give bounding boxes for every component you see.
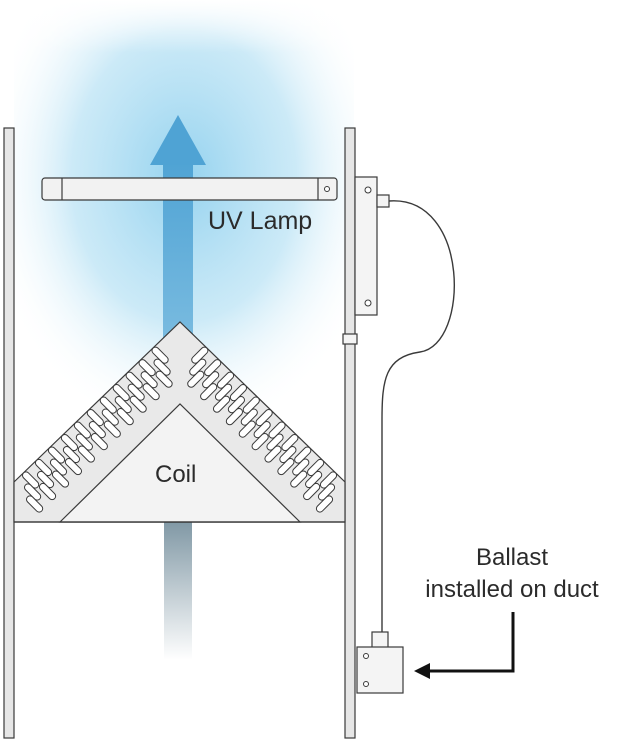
coil-slot [204, 359, 222, 377]
ballast-label-line1: Ballast [476, 544, 548, 571]
coil-slot [153, 358, 171, 376]
coil-label: Coil [155, 461, 196, 488]
uv-lamp-label: UV Lamp [208, 207, 312, 235]
coil-slot [266, 433, 284, 451]
coil-slot [214, 383, 233, 401]
coil-slot [125, 371, 143, 389]
coil-slot [255, 409, 273, 427]
duct-wall-left [3, 127, 15, 739]
coil-slot [112, 384, 130, 402]
coil-slot [151, 346, 169, 364]
coil-slot [90, 433, 108, 451]
coil-slot [64, 457, 83, 476]
coil-slot [253, 421, 271, 439]
duct-wall-right [344, 127, 356, 739]
coil-slot [189, 358, 207, 376]
coil-slot [227, 396, 246, 414]
coil-slot [202, 371, 220, 389]
coil-slot [101, 408, 119, 426]
coil-slot [140, 371, 158, 389]
coil-slot [281, 433, 299, 452]
coil-slot [155, 370, 173, 388]
coil-slot [62, 445, 81, 464]
coil-slot [75, 433, 93, 451]
coil-slot [22, 471, 40, 489]
coil-slot [127, 383, 145, 401]
coil-slot [99, 396, 117, 414]
coil-slot [24, 483, 42, 501]
coil-slot [279, 445, 297, 464]
coil-slot [191, 346, 209, 364]
coil-slot [268, 421, 286, 439]
lamp-mount-bracket [342, 176, 390, 345]
ballast-label-line2: installed on duct [425, 576, 599, 603]
coil-slot [315, 495, 334, 513]
coil-slot [305, 470, 323, 489]
coil-slot [216, 371, 235, 389]
coil-slot [277, 457, 295, 476]
ballast-box-icon [356, 631, 404, 694]
coil-slot [116, 408, 134, 426]
power-cable [381, 200, 455, 636]
coil-slot [292, 458, 310, 476]
coil-slot [294, 446, 312, 464]
coil-slot [242, 396, 260, 414]
coil-slot [77, 445, 95, 463]
uv-lamp-tube-icon [41, 177, 338, 201]
coil-slot [88, 421, 106, 439]
coil-slot [26, 495, 44, 513]
coil-slot [238, 420, 256, 438]
coil-slot [264, 445, 282, 463]
coil-slot [303, 482, 321, 501]
coil-slot [290, 470, 308, 488]
pointer-arrow-icon [414, 612, 515, 679]
coil-slot [38, 482, 57, 501]
coil-slot [47, 446, 66, 464]
coil-slot [251, 433, 269, 451]
coil-slot [114, 396, 132, 414]
coil-slot [307, 458, 325, 477]
coil-slot [103, 420, 121, 438]
coil-slot [229, 384, 248, 402]
coil-slot [36, 470, 55, 489]
coil-slot [49, 458, 68, 476]
coil-slot [200, 383, 218, 401]
coil-slot [142, 383, 160, 401]
coil-slot [129, 395, 147, 413]
coil-slot [138, 359, 156, 377]
coil-slot [240, 408, 258, 426]
coil-slot [86, 409, 104, 427]
coil-slot [212, 395, 231, 413]
coil-slot [187, 370, 205, 388]
coil-slot [319, 471, 338, 489]
coil-slot [60, 433, 79, 452]
coil-slot [34, 458, 53, 477]
coil-slot [225, 408, 244, 426]
coil-slot [51, 470, 70, 488]
coil-icon [13, 321, 346, 523]
coil-slot [317, 483, 336, 501]
coil-slot [73, 421, 91, 439]
